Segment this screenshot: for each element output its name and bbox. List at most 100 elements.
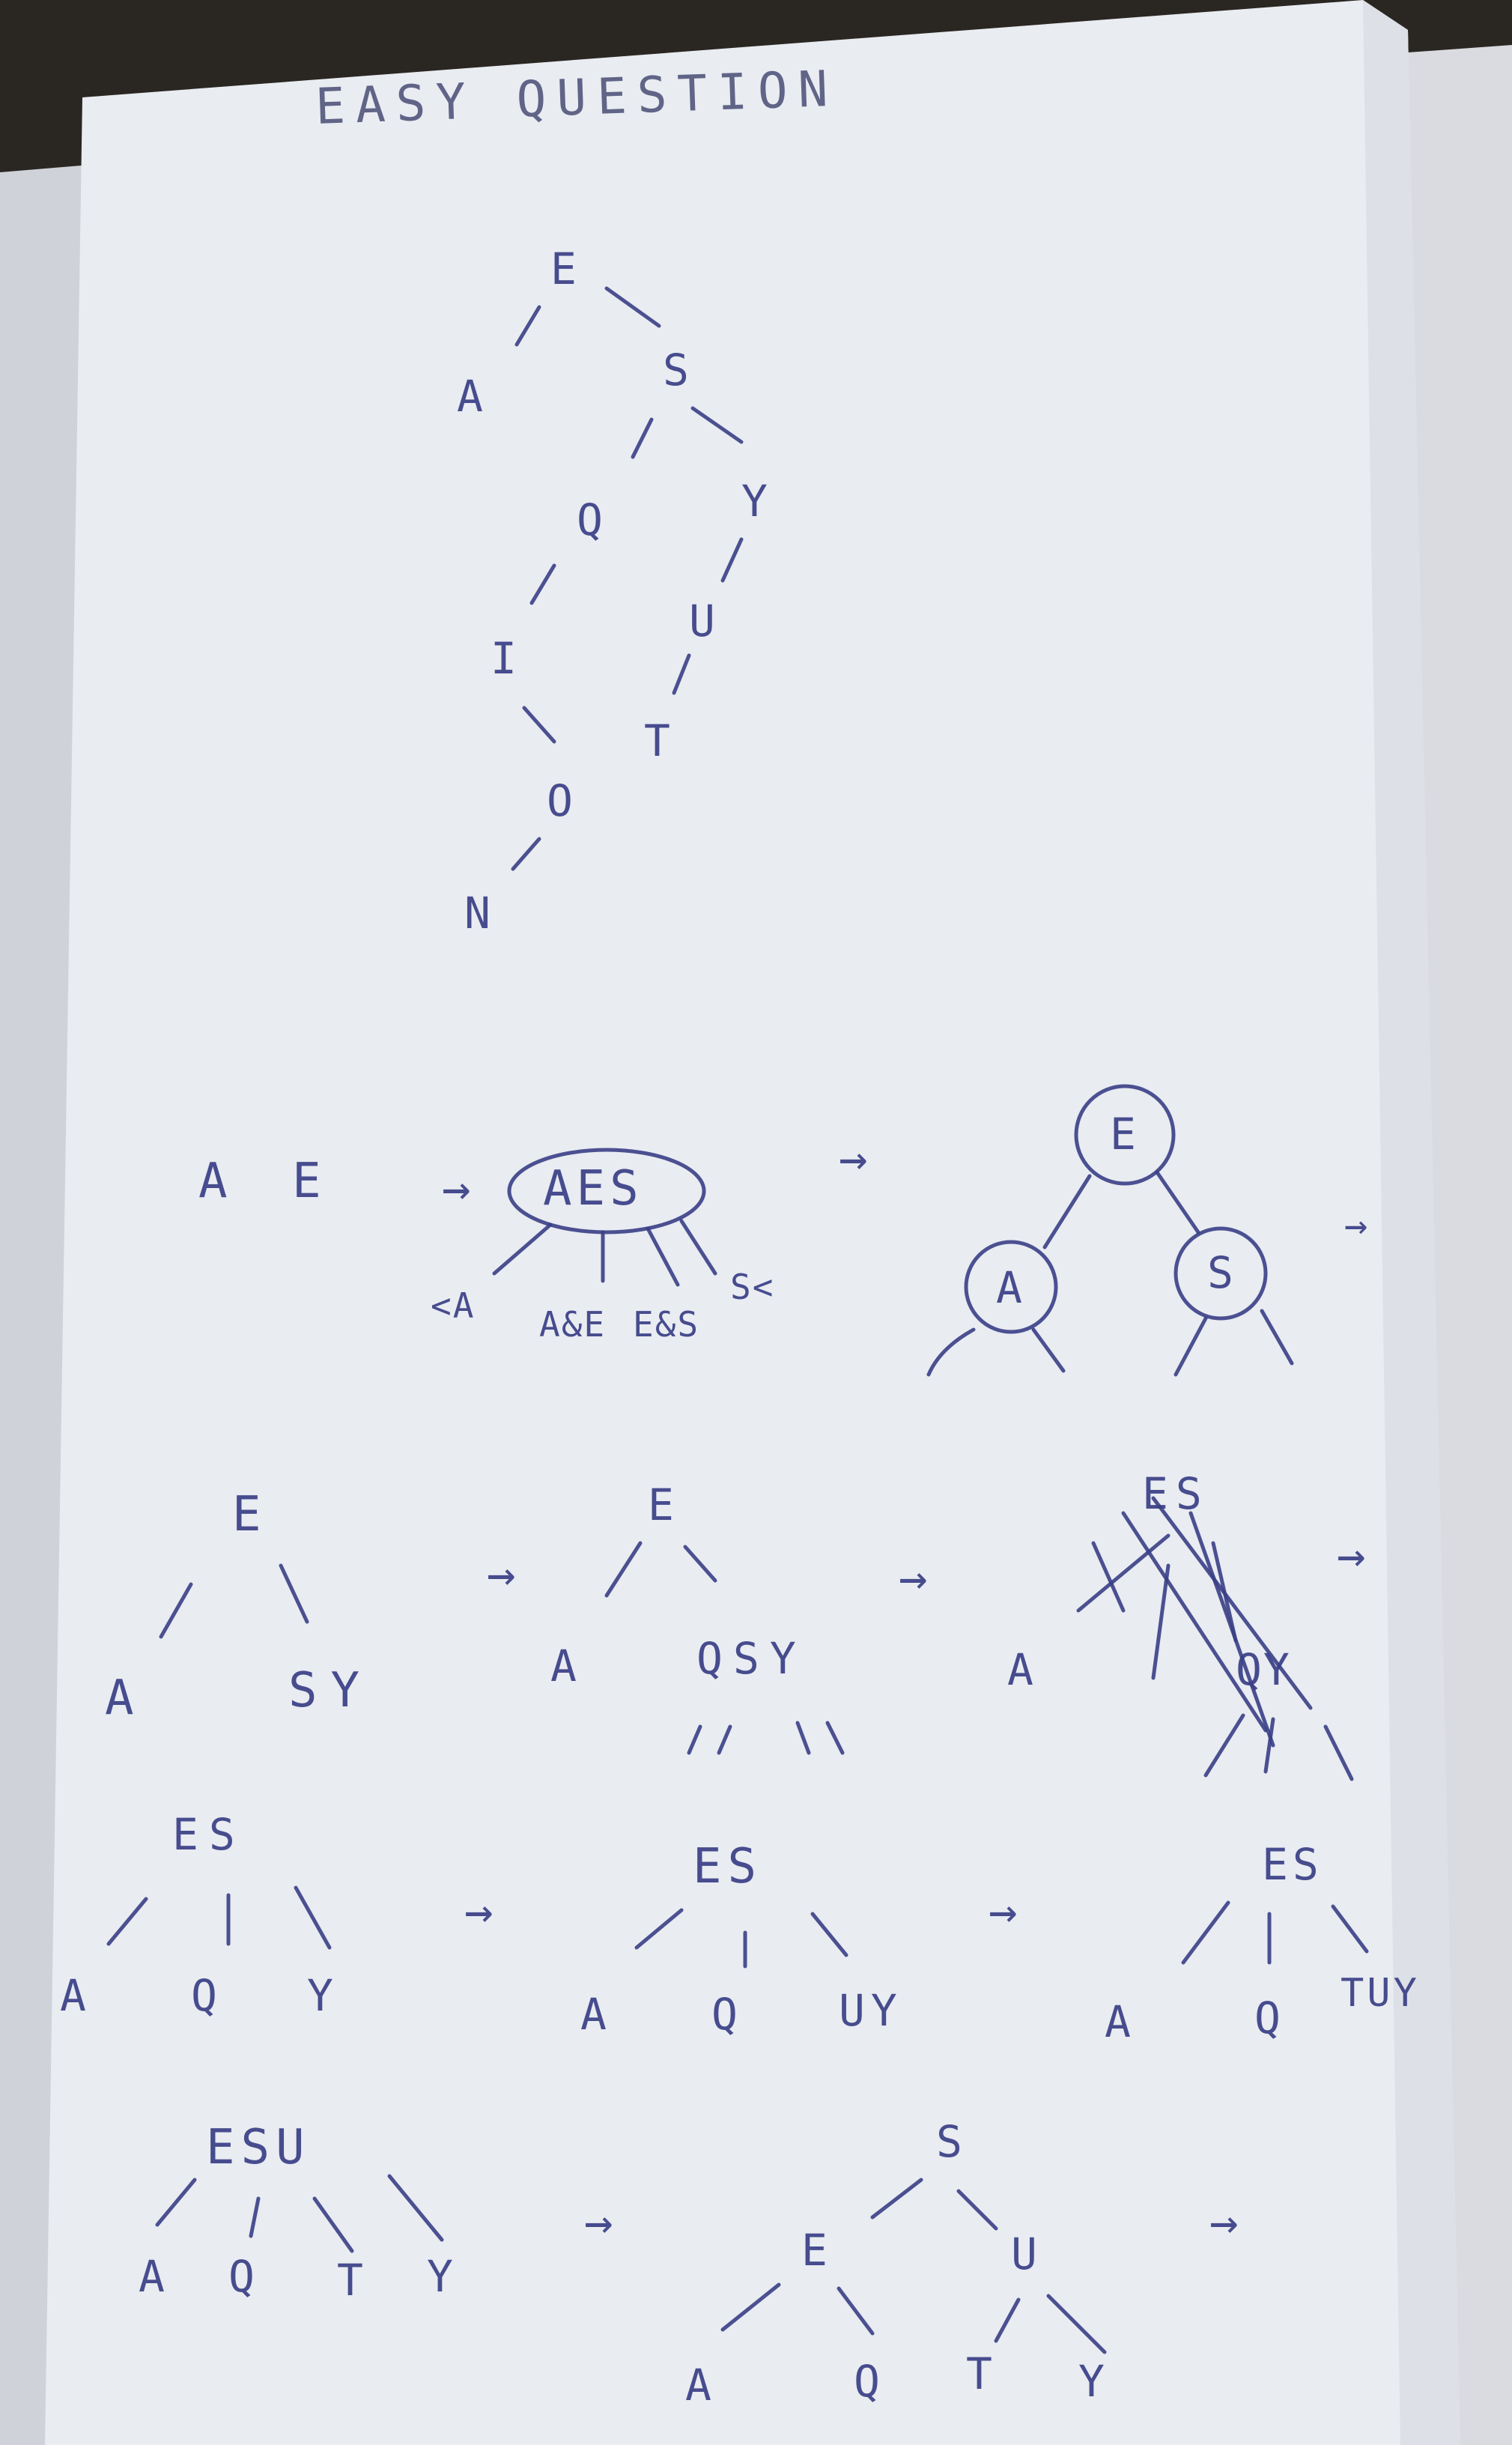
cross-stroke [1121, 1511, 1268, 1733]
r4c-edge [1181, 1900, 1230, 1965]
btree-right-s: S [1207, 1247, 1235, 1298]
arrow: → [989, 1884, 1019, 1939]
r4c-child: A [1105, 1996, 1132, 2047]
r4b-child: Q [711, 1989, 739, 2040]
btree-branch-label: S< [730, 1267, 775, 1307]
r5b-child: Q [854, 2356, 881, 2407]
cross-stroke [1076, 1533, 1171, 1613]
cross-stroke [1151, 1563, 1171, 1680]
arrow: → [1344, 1203, 1370, 1248]
tree1-node: Y [741, 476, 769, 527]
edge-e-s [1155, 1170, 1200, 1234]
r4a-child: Y [307, 1970, 335, 2021]
edge-s-right [1260, 1309, 1294, 1366]
r5a-edge [312, 2196, 354, 2253]
r3a-root: E [232, 1487, 263, 1542]
tree1-node: T [644, 715, 672, 766]
edge-u-t [672, 653, 691, 695]
edge-e-s [604, 286, 661, 328]
branch-1 [492, 1222, 553, 1276]
r5b-edge-e-q [837, 2286, 875, 2336]
btree-step1-shapes [492, 1148, 717, 1287]
cross-stroke [1211, 1541, 1238, 1643]
r4c-root: ES [1262, 1839, 1323, 1890]
r5b-child: Y [1078, 2356, 1106, 2407]
tree1-node: O [547, 775, 574, 826]
arrow: → [487, 1547, 517, 1602]
r5a-edge [155, 2178, 197, 2227]
circle-a [964, 1240, 1058, 1334]
tree1-edges [511, 286, 744, 871]
circle-e [1074, 1084, 1176, 1186]
r4b-root: ES [693, 1839, 763, 1894]
row4-edges [106, 1885, 1369, 1969]
row3-crossed-out [1076, 1496, 1354, 1781]
r5a-child: A [139, 2251, 166, 2302]
node-oval-aes [507, 1148, 706, 1234]
btree-branch-label: A&E [539, 1304, 607, 1345]
edge-i-o [522, 706, 556, 744]
cross-stroke [1203, 1713, 1245, 1778]
tree1-node: U [689, 596, 717, 646]
arrow: → [899, 1551, 929, 1606]
r4b-child: A [580, 1989, 608, 2040]
sheet-shadow-edge [1363, 0, 1460, 2445]
r5b-root: S [936, 2116, 964, 2167]
edge-e-a [1042, 1174, 1092, 1249]
r3c-middle-crossed: QY [1236, 1644, 1291, 1695]
r3c-root-crossed: ES [1142, 1468, 1209, 1519]
tree1-node: S [663, 345, 690, 396]
tree1-node: A [457, 371, 485, 422]
r5b-child: T [966, 2348, 994, 2399]
edge-y-u [720, 537, 744, 583]
r5b-edge-e-a [720, 2282, 781, 2332]
branch-3 [646, 1226, 680, 1287]
r5b-edge-s-e [870, 2178, 923, 2220]
r5b-edge-s-u [956, 2189, 998, 2231]
r5b-edge-u-t [994, 2297, 1021, 2343]
branch-4 [679, 1219, 717, 1276]
r3a-edge-right [279, 1563, 309, 1624]
r3b-right: QSY [696, 1633, 807, 1684]
edge-s-y [690, 406, 744, 444]
r5a-edge [387, 2174, 444, 2242]
arrow: → [442, 1161, 473, 1217]
btree-step2-shapes [926, 1084, 1294, 1377]
r4c-child: TUY [1341, 1971, 1420, 2016]
r5a-child: Y [427, 2251, 455, 2302]
r3b-leaf-4 [825, 1721, 845, 1755]
row5-edges [155, 2174, 1107, 2354]
r5a-child: Q [228, 2251, 256, 2302]
arrow: → [1337, 1528, 1367, 1584]
edge-s-q [631, 417, 654, 459]
r3b-edge-right [683, 1545, 717, 1583]
r5a-edge [249, 2196, 261, 2238]
btree-branch-label: <A [431, 1285, 476, 1326]
r4a-root: ES [172, 1809, 246, 1860]
cross-stroke [1151, 1496, 1313, 1710]
btree-input-keys: A E [198, 1154, 339, 1209]
cross-stroke [1091, 1541, 1126, 1613]
cross-stroke [1323, 1724, 1354, 1781]
r4b-edge [634, 1908, 684, 1950]
row3-edges [159, 1541, 845, 1755]
r4b-child: UY [839, 1985, 903, 2036]
r3c-left: A [1007, 1644, 1035, 1695]
r4a-child: A [60, 1970, 88, 2021]
r3a-left: A [105, 1670, 136, 1726]
tree1-root: E [550, 243, 578, 294]
arrow: → [839, 1131, 869, 1187]
edge-s-left [1174, 1316, 1208, 1377]
edge-a-left [926, 1327, 976, 1377]
r5a-root: ESU [206, 2120, 311, 2175]
arrow: → [584, 2195, 615, 2250]
r5b-child: A [685, 2360, 713, 2411]
r4c-child: Q [1254, 1993, 1282, 2043]
notebook-sheet [45, 0, 1460, 2445]
r3b-leaf-3 [795, 1721, 811, 1755]
btree-root-e: E [1110, 1109, 1138, 1160]
r4a-child: Q [191, 1970, 219, 2021]
arrow: → [464, 1884, 495, 1939]
r3a-edge-left [159, 1582, 193, 1639]
r3b-edge-left [604, 1541, 643, 1598]
